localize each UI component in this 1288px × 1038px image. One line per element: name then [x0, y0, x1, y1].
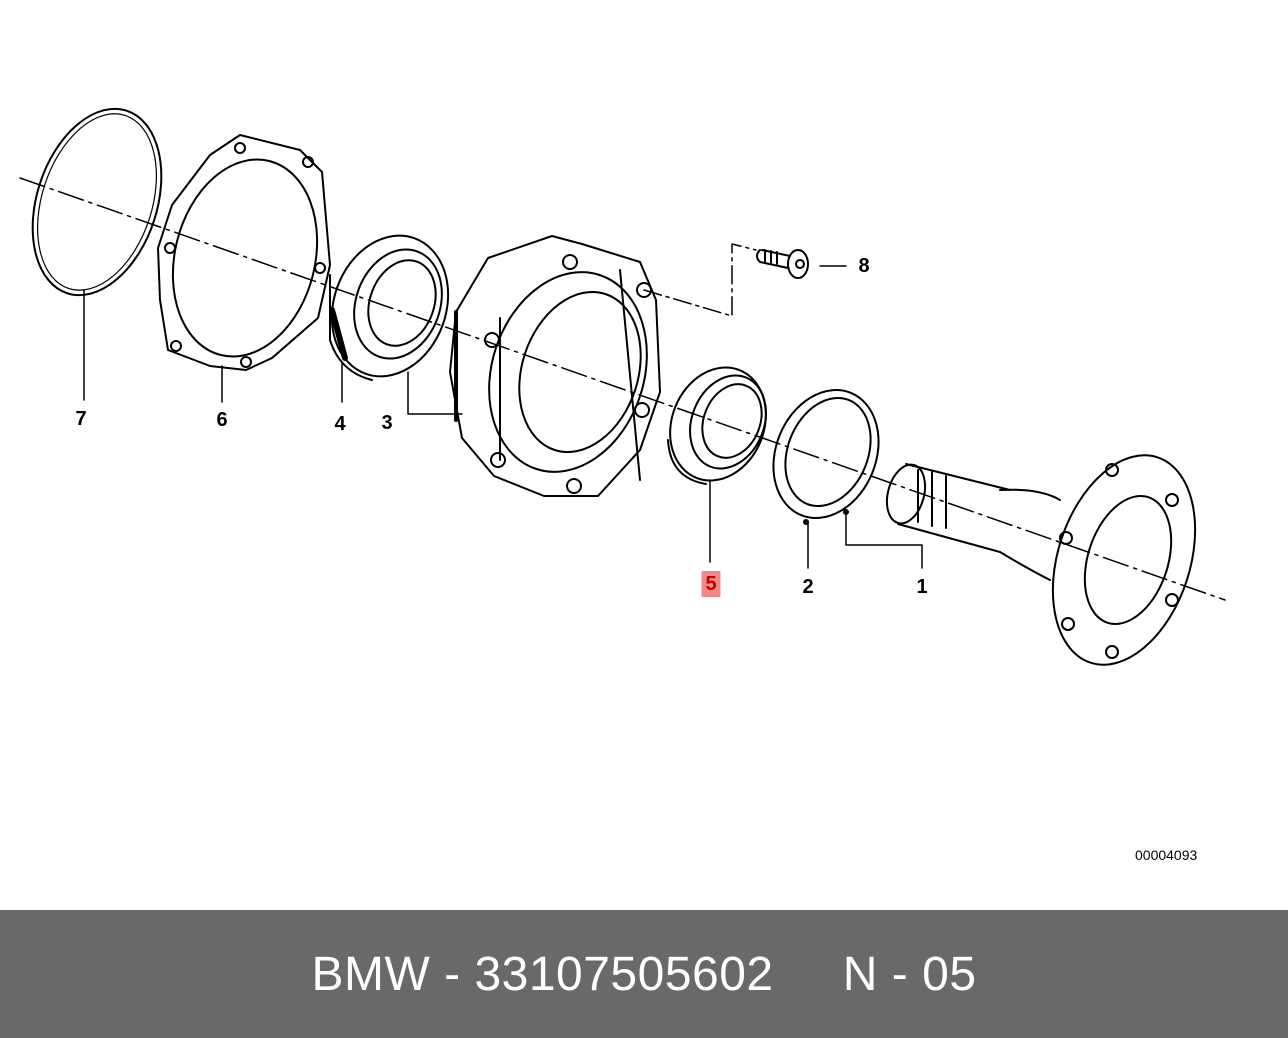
- callout-4: 4: [334, 413, 346, 435]
- footer-bar: BMW - 33107505602 N - 05: [0, 910, 1288, 1038]
- gasket-part-6: [157, 134, 331, 371]
- footer-position-label: N - 05: [842, 947, 977, 1001]
- callout-7: 7: [75, 408, 87, 430]
- circlip-part-2: [772, 389, 880, 525]
- drawing-number: 00004093: [1135, 847, 1198, 863]
- o-ring-part-7: [31, 107, 163, 297]
- hex-bolt-part-8: [756, 249, 809, 279]
- footer-brand: BMW: [311, 947, 431, 1001]
- housing-part-3: [449, 235, 661, 497]
- callout-6: 6: [216, 409, 228, 431]
- center-axis-line: [19, 177, 1226, 601]
- footer-part-number: 33107505602: [474, 947, 774, 1001]
- footer-gap: [774, 948, 843, 1001]
- callout-2: 2: [802, 576, 814, 598]
- leader-lines: [83, 243, 923, 569]
- callout-3: 3: [381, 412, 393, 434]
- exploded-view-drawing: [19, 107, 1226, 666]
- parts-diagram: 7 6 4 3 5 2 1 8 00004093: [19, 107, 1226, 863]
- callout-8: 8: [858, 255, 870, 277]
- callout-1: 1: [916, 576, 928, 598]
- output-flange-shaft-part-1: [885, 454, 1197, 666]
- footer-separator: -: [430, 947, 475, 1001]
- shaft-seal-part-5: [667, 366, 767, 485]
- callout-5-highlighted[interactable]: 5: [701, 571, 721, 597]
- ball-bearing-part-4: [329, 234, 450, 381]
- footer-caption: BMW - 33107505602 N - 05: [311, 947, 976, 1002]
